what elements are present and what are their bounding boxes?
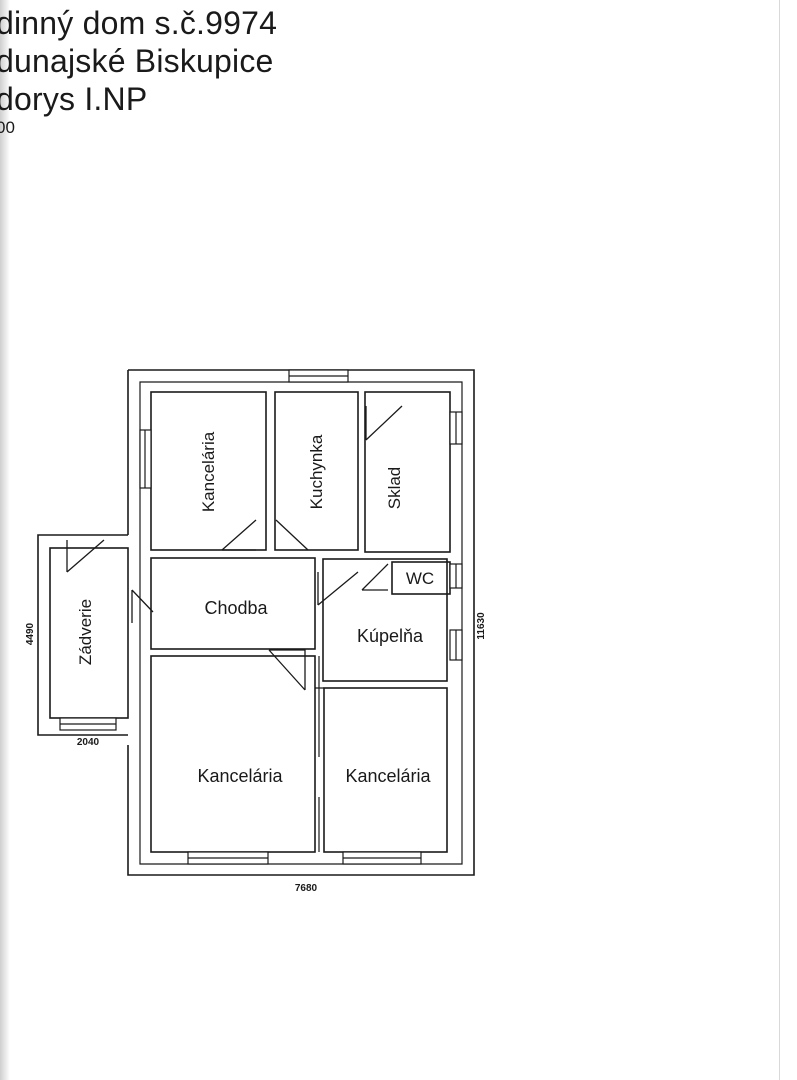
- door-vestibule-entry: [66, 539, 105, 573]
- room-sklad-outline: [364, 391, 451, 553]
- label-chodba: Chodba: [204, 598, 268, 618]
- door-kancelaria-top: [221, 519, 257, 551]
- room-labels: Kancelária Kuchynka Sklad Chodba WC Kúpe…: [76, 431, 434, 786]
- room-kuchynka-outline: [274, 391, 359, 551]
- door-vestibule-chodba: [131, 589, 154, 623]
- inner-wall-lines: [139, 381, 463, 865]
- dimension-width-vestibule: 2040: [77, 737, 100, 748]
- scan-edge-shadow: [0, 0, 10, 1080]
- dimension-width-main: 7680: [295, 883, 318, 894]
- partition-lines: [315, 656, 324, 852]
- title-line-1: dinný dom s.č.9974: [0, 5, 278, 41]
- door-chodba-kupelna: [317, 571, 359, 606]
- label-kancelaria-top: Kancelária: [199, 431, 218, 512]
- dimension-height-vestibule: 4490: [25, 622, 36, 645]
- label-kancelaria-bottom-right: Kancelária: [345, 766, 431, 786]
- door-wc: [361, 563, 389, 591]
- label-kancelaria-bottom-left: Kancelária: [197, 766, 283, 786]
- title-line-2: dunajské Biskupice: [0, 43, 274, 79]
- title-line-3: dorys I.NP: [0, 81, 148, 117]
- label-kuchynka: Kuchynka: [307, 434, 326, 509]
- label-sklad: Sklad: [385, 467, 404, 510]
- room-kupelna-outline: [322, 558, 448, 682]
- walls: [37, 369, 475, 876]
- drawing-title-block: dinný dom s.č.9974 dunajské Biskupice do…: [0, 4, 277, 139]
- windows: [59, 369, 463, 865]
- scale-label: 00: [0, 118, 15, 137]
- label-wc: WC: [406, 569, 434, 588]
- door-kancelaria-bl: [268, 649, 306, 691]
- door-sklad: [365, 405, 403, 441]
- label-zadverie: Zádverie: [76, 599, 95, 665]
- outer-wall-outline: [127, 369, 475, 876]
- dimension-labels: 7680 2040 4490 11630: [25, 612, 487, 894]
- door-kuchynka: [275, 519, 309, 551]
- doors: [66, 405, 403, 691]
- dimension-height-main: 11630: [476, 612, 487, 640]
- label-kupelna: Kúpelňa: [357, 626, 424, 646]
- room-chodba-outline: [150, 557, 316, 650]
- vestibule-outer-outline: [37, 534, 128, 736]
- scan-edge-line: [779, 0, 780, 1080]
- room-kancelaria-bl-outline: [150, 655, 316, 853]
